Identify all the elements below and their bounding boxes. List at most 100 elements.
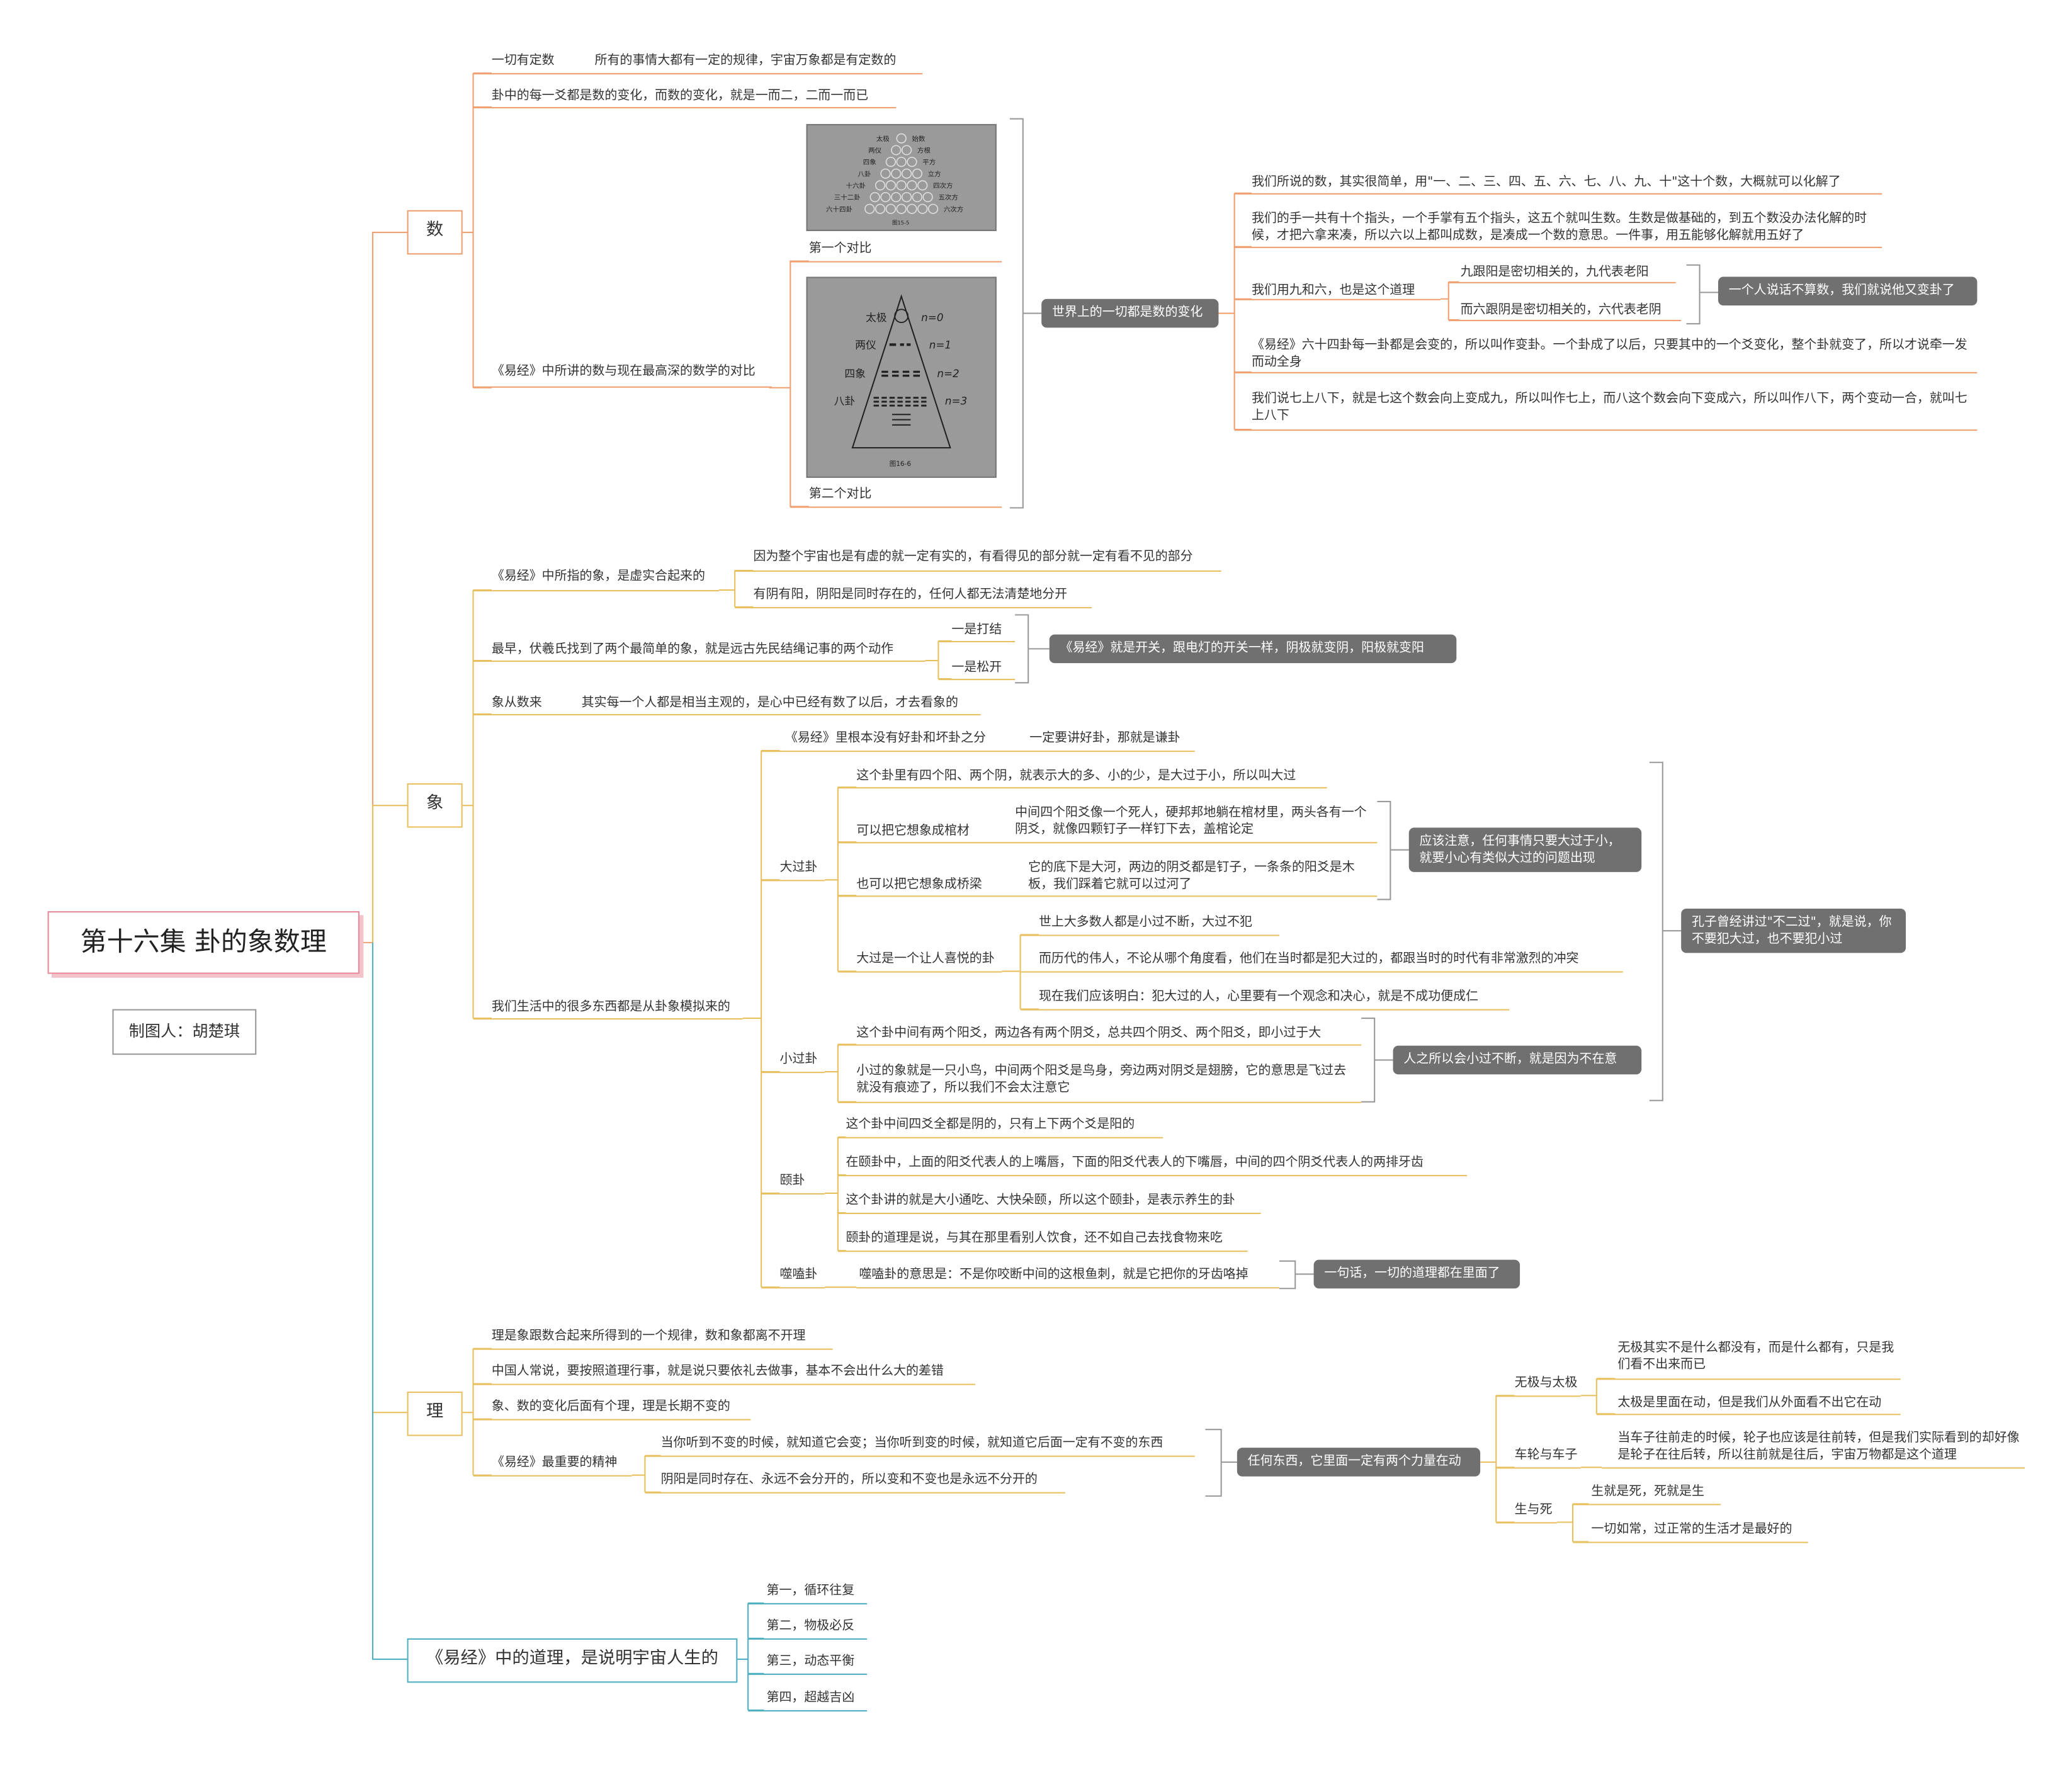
- xiang-c-detail[interactable]: 其实每一个人都是相当主观的，是心中已经有数了以后，才去看象的: [581, 696, 958, 710]
- underline: [735, 607, 1092, 609]
- photo1-row4-r: 四次方: [933, 182, 953, 190]
- underline: [473, 1018, 743, 1020]
- underline: [837, 1213, 1261, 1215]
- xiang-dg2a[interactable]: 中间四个阳爻像一个死人，硬邦邦地躺在棺材里，两头各有一个阴爻，就像四颗钉子一样钉…: [1015, 805, 1367, 837]
- xiang-dg1[interactable]: 这个卦里有四个阳、两个阴，就表示大的多、小的少，是大过于小，所以叫大过: [856, 769, 1296, 783]
- photo1-row5-l: 三十二卦: [834, 193, 861, 201]
- shu-s3a[interactable]: 九跟阳是密切相关的，九代表老阳: [1460, 264, 1649, 280]
- photo2-n0: n=0: [921, 312, 943, 324]
- yijing-item-3[interactable]: 第三，动态平衡: [766, 1654, 855, 1669]
- xiang-daguo[interactable]: 大过卦: [779, 860, 818, 875]
- shu-n1-detail[interactable]: 所有的事情大都有一定的规律，宇宙万象都是有定数的: [594, 54, 897, 68]
- xiang-d1a[interactable]: 一定要讲好卦，那就是谦卦: [1029, 730, 1180, 746]
- xiang-dg4b[interactable]: 而历代的伟人，不论从哪个角度看，他们在当时都是犯大过的，都跟当时的时代有非常激烈…: [1038, 951, 1579, 967]
- photo1-fig: 图15-5: [892, 220, 909, 226]
- li-e1a[interactable]: 无极其实不是什么都没有，而是什么都有，只是我们看不出来而已: [1617, 1341, 1894, 1372]
- underline: [473, 590, 719, 592]
- li-a[interactable]: 理是象跟数合起来所得到的一个规律，数和象都离不开理: [491, 1329, 806, 1344]
- li-e2[interactable]: 车轮与车子: [1514, 1448, 1578, 1462]
- xiang-b2[interactable]: 一是松开: [951, 661, 1002, 675]
- yijing-item-4[interactable]: 第四，超越吉凶: [766, 1690, 855, 1705]
- summary-switch[interactable]: 《易经》就是开关，跟电灯的开关一样，阴极就变阴，阳极就变阳: [1049, 634, 1457, 664]
- shu-cap2[interactable]: 第二个对比: [808, 487, 872, 502]
- li-c[interactable]: 象、数的变化后面有个理，理是长期不变的: [491, 1399, 730, 1414]
- xiang-sh1[interactable]: 噬嗑卦的意思是：不是你咬断中间的这根鱼刺，就是它把你的牙齿咯掉: [859, 1268, 1248, 1282]
- summary-li[interactable]: 任何东西，它里面一定有两个力量在动: [1237, 1448, 1481, 1477]
- underline: [790, 261, 1002, 263]
- topic-yijing[interactable]: 《易经》中的道理，是说明宇宙人生的: [407, 1638, 738, 1683]
- photo1-row0-l: 太极: [876, 135, 890, 143]
- underline: [1234, 193, 1882, 195]
- shu-s3b[interactable]: 而六跟阴是密切相关的，六代表老阴: [1460, 302, 1662, 317]
- summary-shu[interactable]: 世界上的一切都是数的变化: [1041, 298, 1219, 328]
- shu-cap1[interactable]: 第一个对比: [808, 241, 872, 256]
- xiang-yg4[interactable]: 颐卦的道理是说，与其在那里看别人饮食，还不如自己去找食物来吃: [846, 1231, 1223, 1246]
- photo1-row1-r: 方根: [917, 147, 931, 155]
- xiang-a[interactable]: 《易经》中所指的象，是虚实合起来的: [491, 569, 705, 584]
- summary-daguo[interactable]: 应该注意，任何事情只要大过于小，就要小心有类似大过的问题出现: [1408, 827, 1642, 872]
- xiang-xg2[interactable]: 小过的象就是一只小鸟，中间两个阳爻是鸟身，旁边两对阴爻是翅膀，它的意思是飞过去就…: [856, 1064, 1347, 1096]
- xiang-a2[interactable]: 有阴有阳，阴阳是同时存在的，任何人都无法清楚地分开: [753, 587, 1068, 602]
- li-e3a[interactable]: 生就是死，死就是生: [1591, 1484, 1704, 1499]
- xiang-c-label[interactable]: 象从数来: [491, 696, 542, 710]
- central-topic[interactable]: 第十六集 卦的象数理: [47, 911, 359, 974]
- li-d1[interactable]: 当你听到不变的时候，就知道它会变；当你听到变的时候，就知道它后面一定有不变的东西: [660, 1436, 1163, 1451]
- xiang-dg4a[interactable]: 世上大多数人都是小过不断，大过不犯: [1038, 915, 1253, 930]
- li-e1b[interactable]: 太极是里面在动，但是我们从外面看不出它在动: [1617, 1395, 1882, 1410]
- underline: [473, 1475, 632, 1477]
- summary-shihe[interactable]: 一句话，一切的道理都在里面了: [1313, 1259, 1520, 1289]
- xiang-yigua[interactable]: 颐卦: [779, 1173, 805, 1188]
- underline: [837, 1251, 1248, 1252]
- xiang-b1[interactable]: 一是打结: [951, 622, 1002, 637]
- xiang-b[interactable]: 最早，伏羲氏找到了两个最简单的象，就是远古先民结绳记事的两个动作: [491, 642, 894, 657]
- photo1-row2-r: 平方: [922, 158, 936, 166]
- li-d[interactable]: 《易经》最重要的精神: [491, 1455, 618, 1470]
- topic-shu[interactable]: 数: [407, 210, 463, 255]
- xiang-dg3a[interactable]: 它的底下是大河，两边的阴爻都是钉子，一条条的阳爻是木板，我们踩着它就可以过河了: [1028, 860, 1355, 892]
- li-d2[interactable]: 阴阳是同时存在、永远不会分开的，所以变和不变也是永远不分开的: [660, 1472, 1038, 1487]
- photo1-row4-l: 十六卦: [846, 182, 865, 190]
- shu-s2[interactable]: 我们的手一共有十个指头，一个手掌有五个指头，这五个就叫生数。生数是做基础的，到五…: [1251, 211, 1867, 243]
- li-e1[interactable]: 无极与太极: [1514, 1376, 1578, 1390]
- summary-xiaoguo[interactable]: 人之所以会小过不断，就是因为不在意: [1393, 1045, 1642, 1075]
- underline: [1596, 1378, 1901, 1380]
- underline: [1009, 895, 1378, 897]
- shu-s1[interactable]: 我们所说的数，其实很简单，用"一、二、三、四、五、六、七、八、九、十"这十个数，…: [1251, 174, 1841, 190]
- xiang-d1[interactable]: 《易经》里根本没有好卦和坏卦之分: [784, 730, 987, 746]
- shu-n3[interactable]: 《易经》中所讲的数与现在最高深的数学的对比: [491, 364, 756, 379]
- yijing-item-2[interactable]: 第二，物极必反: [766, 1618, 855, 1633]
- photo2-n1: n=1: [929, 339, 951, 351]
- photo-number-pyramid: 太极始数 两仪方根 四象平方 八卦立方 十六卦四次方 三十二卦五次方 六十四卦六…: [806, 123, 997, 231]
- xiang-yg3[interactable]: 这个卦讲的就是大小通吃、大快朵颐，所以这个颐卦，是表示养生的卦: [846, 1193, 1235, 1208]
- summary-biangua[interactable]: 一个人说话不算数，我们就说他又变卦了: [1718, 276, 1978, 306]
- underline: [473, 1383, 976, 1385]
- shu-s4[interactable]: 《易经》六十四卦每一卦都是会变的，所以叫作变卦。一个卦成了以后，只要其中的一个爻…: [1251, 338, 1967, 370]
- li-e3[interactable]: 生与死: [1514, 1502, 1553, 1518]
- xiang-dg3[interactable]: 也可以把它想象成桥梁: [856, 877, 982, 892]
- li-e2a[interactable]: 当车子往前走的时候，轮子也应该是往前转，但是我们实际看到的却好像是轮子在往后转，…: [1617, 1431, 2020, 1462]
- topic-xiang[interactable]: 象: [407, 783, 463, 828]
- xiang-dg4c[interactable]: 现在我们应该明白：犯大过的人，心里要有一个观念和决心，就是不成功便成仁: [1038, 989, 1478, 1004]
- li-b[interactable]: 中国人常说，要按照道理行事，就是说只要依礼去做事，基本不会出什么大的差错: [491, 1364, 944, 1379]
- summary-buerguo[interactable]: 孔子曾经讲过"不二过"，就是说，你不要犯大过，也不要犯小过: [1681, 908, 1906, 953]
- xiang-a1[interactable]: 因为整个宇宙也是有虚的就一定有实的，有看得见的部分就一定有看不见的部分: [753, 549, 1193, 564]
- li-e3b[interactable]: 一切如常，过正常的生活才是最好的: [1591, 1522, 1792, 1537]
- xiang-shihe[interactable]: 噬嗑卦: [779, 1268, 818, 1282]
- yijing-item-1[interactable]: 第一，循环往复: [766, 1583, 855, 1598]
- xiang-dg2[interactable]: 可以把它想象成棺材: [856, 824, 970, 838]
- underline: [1573, 1541, 1808, 1543]
- xiang-yg1[interactable]: 这个卦中间四爻全都是阴的，只有上下两个爻是阳的: [846, 1117, 1135, 1132]
- xiang-xiaoguo[interactable]: 小过卦: [779, 1052, 818, 1067]
- shu-n1-label[interactable]: 一切有定数: [491, 54, 555, 68]
- underline: [837, 971, 1002, 973]
- topic-li[interactable]: 理: [407, 1392, 463, 1436]
- photo-triangle-diagram: 太极 两仪 四象 八卦 n=0 n=1 n=2 n=3 图16-6: [806, 276, 997, 478]
- shu-n2[interactable]: 卦中的每一爻都是数的变化，而数的变化，就是一而二，二而一而已: [491, 88, 869, 103]
- xiang-yg2[interactable]: 在颐卦中，上面的阳爻代表人的上嘴唇，下面的阳爻代表人的下嘴唇，中间的四个阴爻代表…: [846, 1155, 1424, 1170]
- xiang-d[interactable]: 我们生活中的很多东西都是从卦象模拟来的: [491, 1000, 730, 1014]
- xiang-xg1[interactable]: 这个卦中间有两个阳爻，两边各有两个阴爻，总共四个阴爻、两个阳爻，即小过于大: [856, 1026, 1322, 1041]
- shu-s3[interactable]: 我们用九和六，也是这个道理: [1251, 283, 1415, 298]
- shu-s5[interactable]: 我们说七上八下，就是七这个数会向上变成九，所以叫作七上，而八这个数会向下变成六，…: [1251, 391, 1967, 423]
- underline: [748, 1638, 868, 1640]
- xiang-dg4[interactable]: 大过是一个让人喜悦的卦: [856, 951, 995, 967]
